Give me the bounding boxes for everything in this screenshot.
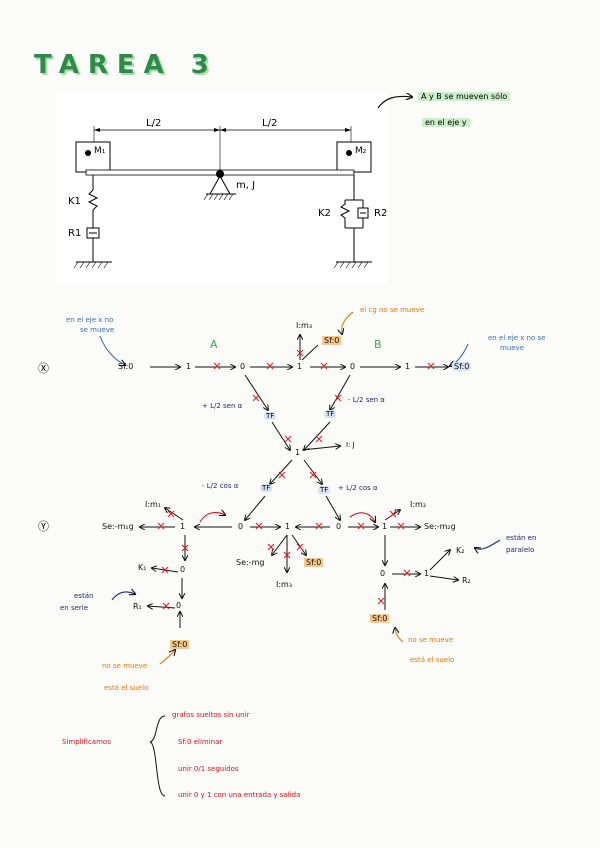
y-se-left: Se:-m₁g	[102, 522, 134, 531]
y-note-right-2: está el suelo	[410, 656, 455, 664]
x-tf-right-gain: - L/2 sen α	[348, 396, 385, 404]
y-one-right: 1	[382, 522, 388, 531]
simplify-item-2: Sf:0 eliminar	[178, 738, 223, 746]
y-sf-right-wrap: Sf:0	[370, 614, 390, 623]
pivot-label: m, J	[236, 180, 256, 191]
y-zero-k1: 0	[180, 565, 186, 574]
x-note-right-1: en el eje x no se	[488, 334, 546, 342]
y-r2: R₂	[462, 576, 471, 585]
mass1-label: M₁	[94, 146, 106, 156]
node-A: A	[210, 338, 218, 351]
x-sf-center: Sf:0	[322, 336, 342, 345]
y-sf-left-wrap: Sf:0	[170, 640, 190, 649]
y-se-right: Se:-m₂g	[424, 522, 456, 531]
y-note-parallel-2: paralelo	[506, 546, 535, 554]
x-sf-right: Sf:0	[452, 362, 472, 371]
x-note-center: el cg no se mueve	[360, 306, 425, 314]
simplify-item-3: unir 0/1 seguidos	[178, 765, 239, 773]
y-sf-center: Sf:0	[304, 558, 324, 567]
y-sf-left: Sf:0	[170, 640, 190, 649]
x-one-a: 1	[186, 362, 192, 371]
x-i-j: I: J	[346, 441, 355, 449]
y-tf-right-wrap: TF	[318, 486, 331, 494]
k1-label: K1	[68, 196, 81, 207]
r2-label: R2	[374, 208, 388, 219]
mechanical-diagram: L/2 L/2 M₁ M₂ m, J K1 R1 K2 R2	[56, 90, 388, 286]
y-sf-right: Sf:0	[370, 614, 390, 623]
mechanical-diagram-drawing	[73, 126, 372, 269]
x-one-mid: 1	[295, 448, 301, 457]
x-zero-a: 0	[240, 362, 246, 371]
y-tf-right-gain: + L/2 cos α	[338, 484, 378, 492]
dim-right-label: L/2	[262, 118, 278, 129]
y-note-left-2: está el suelo	[104, 684, 149, 692]
x-i-top: I:m₃	[296, 321, 313, 330]
y-i-m1: I:m₁	[145, 500, 162, 509]
x-note-left-2: se mueve	[80, 326, 115, 334]
y-sf-center-wrap: Sf:0	[304, 558, 324, 567]
y-note-right-1: no se mueve	[408, 636, 454, 644]
x-tf-left-gain: + L/2 sen α	[202, 402, 243, 410]
x-sf-right-wrap: Sf:0	[452, 362, 472, 371]
page-title: TAREA 3	[34, 50, 218, 80]
y-section-label: Ⓨ	[38, 520, 49, 533]
y-tf-right: TF	[318, 486, 331, 494]
dim-left-label: L/2	[146, 118, 162, 129]
y-zero-left: 0	[238, 522, 244, 531]
y-r1: R₁	[133, 602, 142, 611]
x-tf-right: TF	[324, 410, 337, 418]
mass2-label: M₂	[355, 146, 367, 156]
simplify-item-1: grafos sueltos sin unir	[172, 711, 250, 719]
y-one-low-right: 1	[424, 569, 430, 578]
y-zero-low-right: 0	[380, 569, 386, 578]
y-k2: K₂	[456, 546, 465, 555]
y-tf-left-wrap: TF	[260, 484, 273, 492]
note-top-line1-wrap: A y B se mueven sólo	[418, 92, 511, 101]
y-k1: K₁	[138, 563, 147, 572]
k2-label: K2	[318, 208, 331, 219]
x-tf-left-wrap: TF	[264, 412, 277, 420]
x-tf-left: TF	[264, 412, 277, 420]
x-one-b: 1	[405, 362, 411, 371]
note-top-line2: en el eje y	[422, 118, 470, 127]
x-one-c: 1	[297, 362, 303, 371]
r1-label: R1	[68, 228, 82, 239]
note-top-line2-wrap: en el eje y	[422, 118, 470, 127]
x-zero-b: 0	[350, 362, 356, 371]
y-note-parallel-1: están en	[506, 534, 537, 542]
note-top-line1: A y B se mueven sólo	[418, 92, 511, 101]
simplify-item-4: unir 0 y 1 con una entrada y salida	[178, 791, 301, 799]
x-note-right-2: mueve	[500, 344, 525, 352]
y-tf-left-gain: - L/2 cos α	[202, 482, 239, 490]
y-note-left-1: no se mueve	[102, 662, 148, 670]
y-i-m: I:m₃	[276, 580, 293, 589]
x-note-left-1: en el eje x no	[66, 316, 114, 324]
x-sf-center-wrap: Sf:0	[322, 336, 342, 345]
y-tf-left: TF	[260, 484, 273, 492]
y-note-series-1: están	[74, 592, 94, 600]
y-zero-right: 0	[336, 522, 342, 531]
x-tf-right-wrap: TF	[324, 410, 337, 418]
x-section-label: Ⓧ	[38, 362, 49, 375]
simplify-label: Simplificamos	[62, 738, 111, 746]
x-sf-left: Sf:0	[118, 362, 134, 371]
y-zero-r1: 0	[176, 601, 182, 610]
y-one-left: 1	[180, 522, 186, 531]
node-B: B	[374, 338, 382, 351]
y-one-center: 1	[285, 522, 291, 531]
y-note-series-2: en serie	[60, 604, 89, 612]
y-se-center: Se:-mg	[236, 558, 265, 567]
y-i-m2: I:m₂	[410, 500, 427, 509]
